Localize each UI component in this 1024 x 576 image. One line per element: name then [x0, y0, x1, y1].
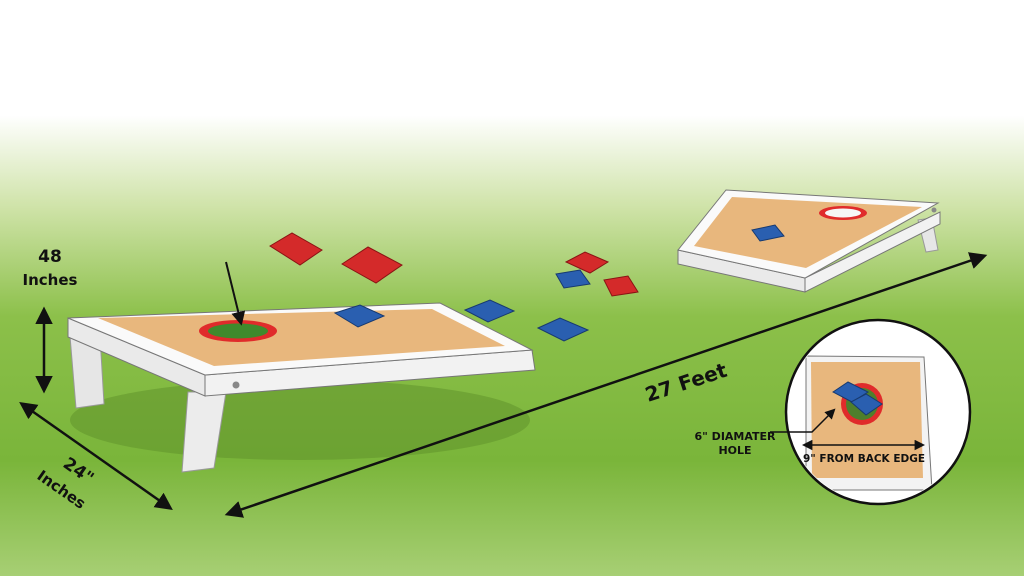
hole-label-line1: 6" DIAMATER [694, 430, 776, 443]
bolt-icon [232, 381, 240, 389]
blue-bean-bag [751, 224, 785, 242]
back-edge-label: 9" FROM BACK EDGE [803, 453, 925, 465]
height-unit: Inches [23, 271, 78, 289]
distance-arrow [224, 252, 988, 518]
hole-label-line2: HOLE [718, 444, 751, 457]
height-value: 48 [38, 247, 62, 267]
hole-pointer-arrow [225, 261, 246, 326]
hole-detail-inset: 6" DIAMATER HOLE 9" FROM BACK EDGE [694, 318, 972, 506]
width-arrow [19, 401, 173, 511]
